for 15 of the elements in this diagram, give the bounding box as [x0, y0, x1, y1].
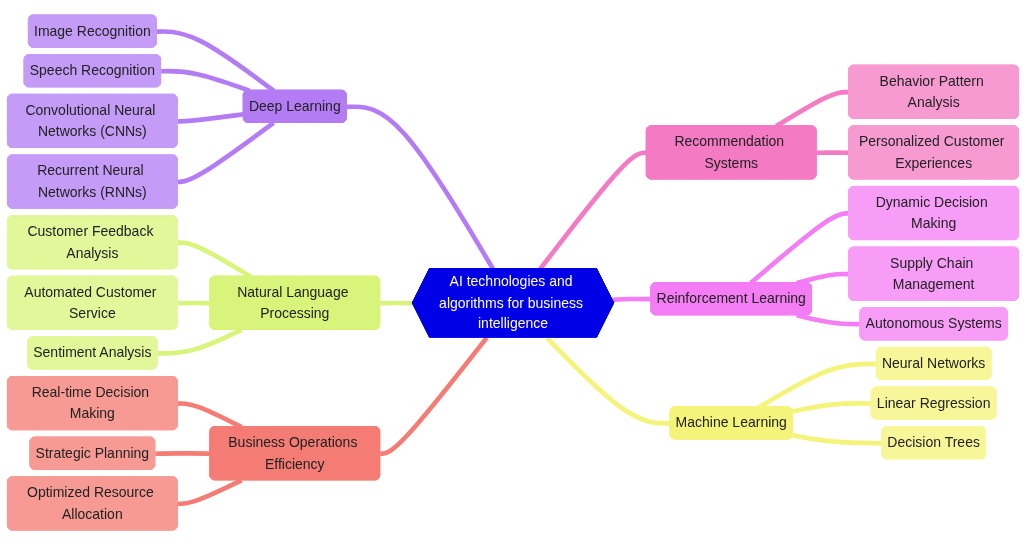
- connector: [380, 300, 413, 306]
- connector: [612, 296, 652, 303]
- connector: [796, 313, 861, 327]
- connector: [177, 121, 275, 185]
- connector: [156, 29, 275, 93]
- connector: [155, 451, 211, 457]
- connector: [177, 111, 245, 124]
- connector: [816, 150, 850, 156]
- connector: [177, 300, 211, 306]
- connector: [792, 433, 883, 446]
- connector: [749, 211, 850, 285]
- connector: [177, 478, 243, 507]
- connector: [380, 336, 489, 457]
- connector: [161, 68, 251, 93]
- connector: [792, 401, 872, 414]
